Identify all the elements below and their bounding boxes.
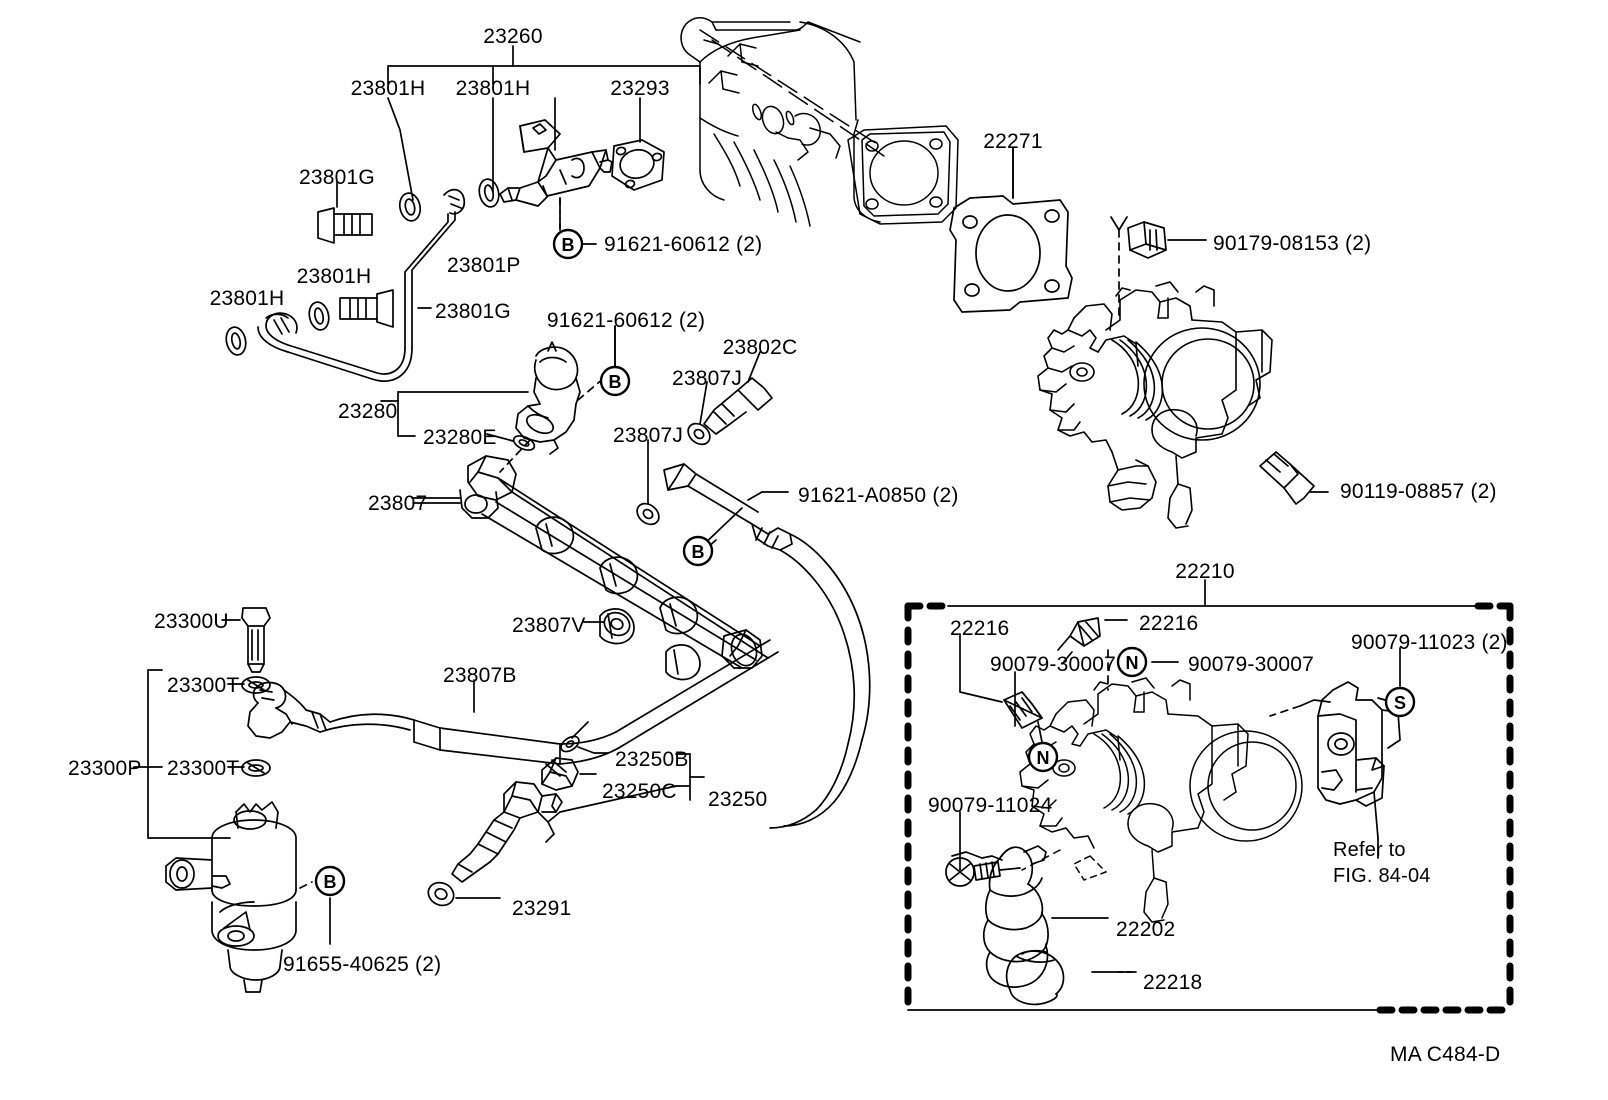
part-label-91621-a0850-2: 91621-A0850 (2) [798,484,959,507]
pressure-regulator-23280 [499,341,605,473]
part-label-22218: 22218 [1143,971,1203,994]
part-label-23801h: 23801H [296,265,372,288]
part-label-23801p: 23801P [447,254,521,277]
bolt-90119-08857 [1259,451,1329,505]
part-label-22210: 22210 [1175,560,1235,583]
part-label-23250c: 23250C [602,780,677,803]
part-label-23807v: 23807V [512,614,586,637]
part-label-23280: 23280 [338,400,398,423]
diaphragm-22202 [951,845,1049,988]
part-label-23807j: 23807J [671,367,743,390]
gasket-23300t-lower [227,759,271,777]
cold-start-injector-23250 [451,746,705,883]
screw-90079-11024 [945,811,1021,887]
part-label-90079-11023-2: 90079-11023 (2) [1351,631,1508,654]
part-label-23300p: 23300P [68,757,142,780]
part-label-22216: 22216 [1139,612,1199,635]
gasket-22271 [949,147,1073,313]
part-label-91621-60612-2: 91621-60612 (2) [604,233,763,256]
svg-text:B: B [324,872,337,892]
part-label-90079-30007: 90079-30007 [990,653,1116,676]
gasket-23300t-upper [227,676,271,694]
bolt-91621-a0850 [663,463,871,829]
bolt-23300u [221,607,271,673]
part-label-22216: 22216 [950,617,1010,640]
part-label-23807: 23807 [368,492,428,515]
injector-23260 [499,119,613,229]
leader-23801h-a [387,97,414,201]
nut-90179-08153 [1110,216,1207,321]
o-ring-23291 [427,881,501,907]
bolt-23801g-lower [339,289,432,328]
part-label-23291: 23291 [512,897,572,920]
part-label-23280e: 23280E [423,426,497,449]
fuel-filter-23300p [165,801,313,993]
throttle-body-main [1037,281,1273,529]
bolt-23801g-upper [317,179,373,244]
part-label-90119-08857-2: 90119-08857 (2) [1340,480,1497,503]
leader-23280e [486,433,514,442]
refer-note-line1: Refer to [1333,839,1406,861]
part-label-23801h: 23801H [455,77,531,100]
part-label-90079-30007: 90079-30007 [1188,653,1314,676]
svg-text:S: S [1394,693,1406,713]
o-ring-23250b [560,721,589,753]
part-label-23802c: 23802C [722,336,798,359]
part-label-22202: 22202 [1116,918,1176,941]
bracket-23300p [133,669,231,839]
inset-screw-22216-left [959,633,1043,743]
svg-text:B: B [609,372,622,392]
part-label-23807b: 23807B [443,664,517,687]
part-label-23801h: 23801H [350,77,426,100]
part-label-90079-11024: 90079-11024 [928,794,1053,817]
fuel-hose-23807b [247,639,779,765]
svg-text:B: B [562,235,575,255]
part-label-23300t: 23300T [167,674,240,697]
part-label-23260: 23260 [483,25,543,48]
inset-throttle-body [1019,677,1303,923]
bolt-23802c [703,351,773,435]
insulator-23807j-a [687,381,711,446]
part-label-ma-c484-d: MA C484-D [1390,1043,1501,1066]
callout-badge-letters: B B B B N N S [324,235,1407,892]
svg-text:B: B [692,542,705,562]
bracket-23280 [380,391,529,437]
intake-manifold-sketch [680,17,959,227]
cap-22218 [1005,949,1065,1006]
part-label-23807j: 23807J [612,424,684,447]
part-label-23801h: 23801H [209,287,285,310]
callout-badge-circles [314,228,1416,897]
insulator-23807j-b [636,439,660,526]
part-label-91621-60612-2: 91621-60612 (2) [546,309,706,332]
part-label-23801g: 23801G [435,300,511,323]
fuel-pipe-23801p [257,188,466,382]
part-label-90179-08153-2: 90179-08153 (2) [1213,232,1372,255]
o-ring-shapes [225,178,500,356]
part-label-23300u: 23300U [154,610,229,633]
part-label-23250b: 23250B [615,748,689,771]
part-label-23250: 23250 [708,788,768,811]
part-label-91655-40625-2: 91655-40625 (2) [283,953,442,976]
svg-text:N: N [1037,748,1050,768]
o-ring-23280e-shape [512,435,536,451]
inset-bracket-84-04 [1269,681,1401,839]
part-label-23801g: 23801G [299,166,375,189]
part-label-23300t: 23300T [167,757,240,780]
inset-box-22210 [904,579,1514,1014]
gasket-23293 [611,139,665,191]
svg-text:N: N [1126,653,1139,673]
insulator-23250c [541,757,597,791]
refer-note-line2: FIG. 84-04 [1333,865,1431,887]
fuel-delivery-pipe-23807 [411,455,769,681]
part-label-22271: 22271 [983,130,1043,153]
part-label-23293: 23293 [610,77,670,100]
inset-screw-22216-right [1057,617,1128,665]
